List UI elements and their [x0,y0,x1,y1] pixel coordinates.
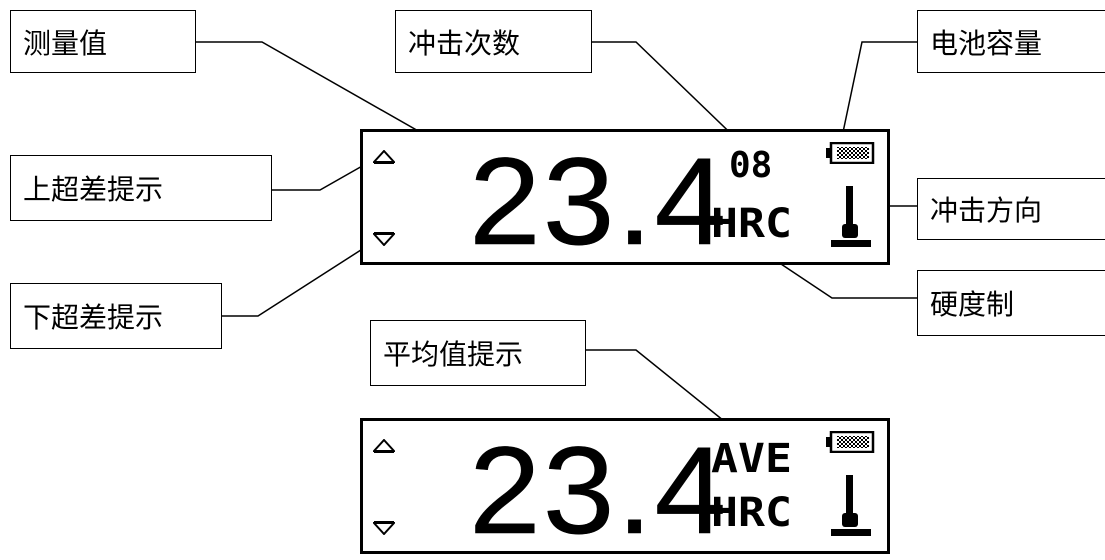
label-lower-tolerance: 下超差提示 [10,283,222,349]
down-triangle-icon [373,232,395,246]
leader-hardness [759,249,917,299]
label-hardness-scale: 硬度制 [917,270,1105,336]
label-text: 电池容量 [930,26,1043,60]
average-value: 23.4 [469,422,729,560]
label-measured-value: 测量值 [10,10,196,73]
leader-average [586,349,761,451]
label-text: 测量值 [23,26,108,60]
impact-direction-down-icon [831,186,871,247]
up-triangle-icon [373,150,395,164]
label-text: 冲击方向 [930,194,1043,227]
up-triangle-icon [373,439,395,453]
label-battery-capacity: 电池容量 [917,10,1105,73]
label-impact-direction: 冲击方向 [917,178,1105,240]
lcd-display-top: 23.4 08 HRC [360,129,890,265]
leader-upper [272,164,365,191]
leader-impact-count [592,41,749,151]
down-triangle-icon [373,521,395,535]
hardness-scale: HRC [711,490,792,536]
label-text: 硬度制 [930,288,1015,321]
hardness-scale: HRC [711,201,792,247]
label-text: 上超差提示 [23,173,164,206]
leader-lower [222,247,365,317]
label-upper-tolerance: 上超差提示 [10,155,272,221]
battery-icon [826,142,875,164]
lcd-display-bottom: 23.4 AVE HRC [360,418,890,554]
average-hint: AVE [711,436,792,482]
leader-measured-value [196,41,479,166]
label-text: 下超差提示 [23,301,164,334]
leader-battery [841,41,917,138]
label-average-hint: 平均值提示 [370,320,586,386]
label-impact-count: 冲击次数 [395,10,592,73]
label-text: 冲击次数 [408,26,521,60]
impact-direction-down-icon [831,475,871,536]
measured-value: 23.4 [469,133,729,271]
label-text: 平均值提示 [383,338,524,371]
battery-icon [826,431,875,453]
impact-count: 08 [729,145,773,186]
